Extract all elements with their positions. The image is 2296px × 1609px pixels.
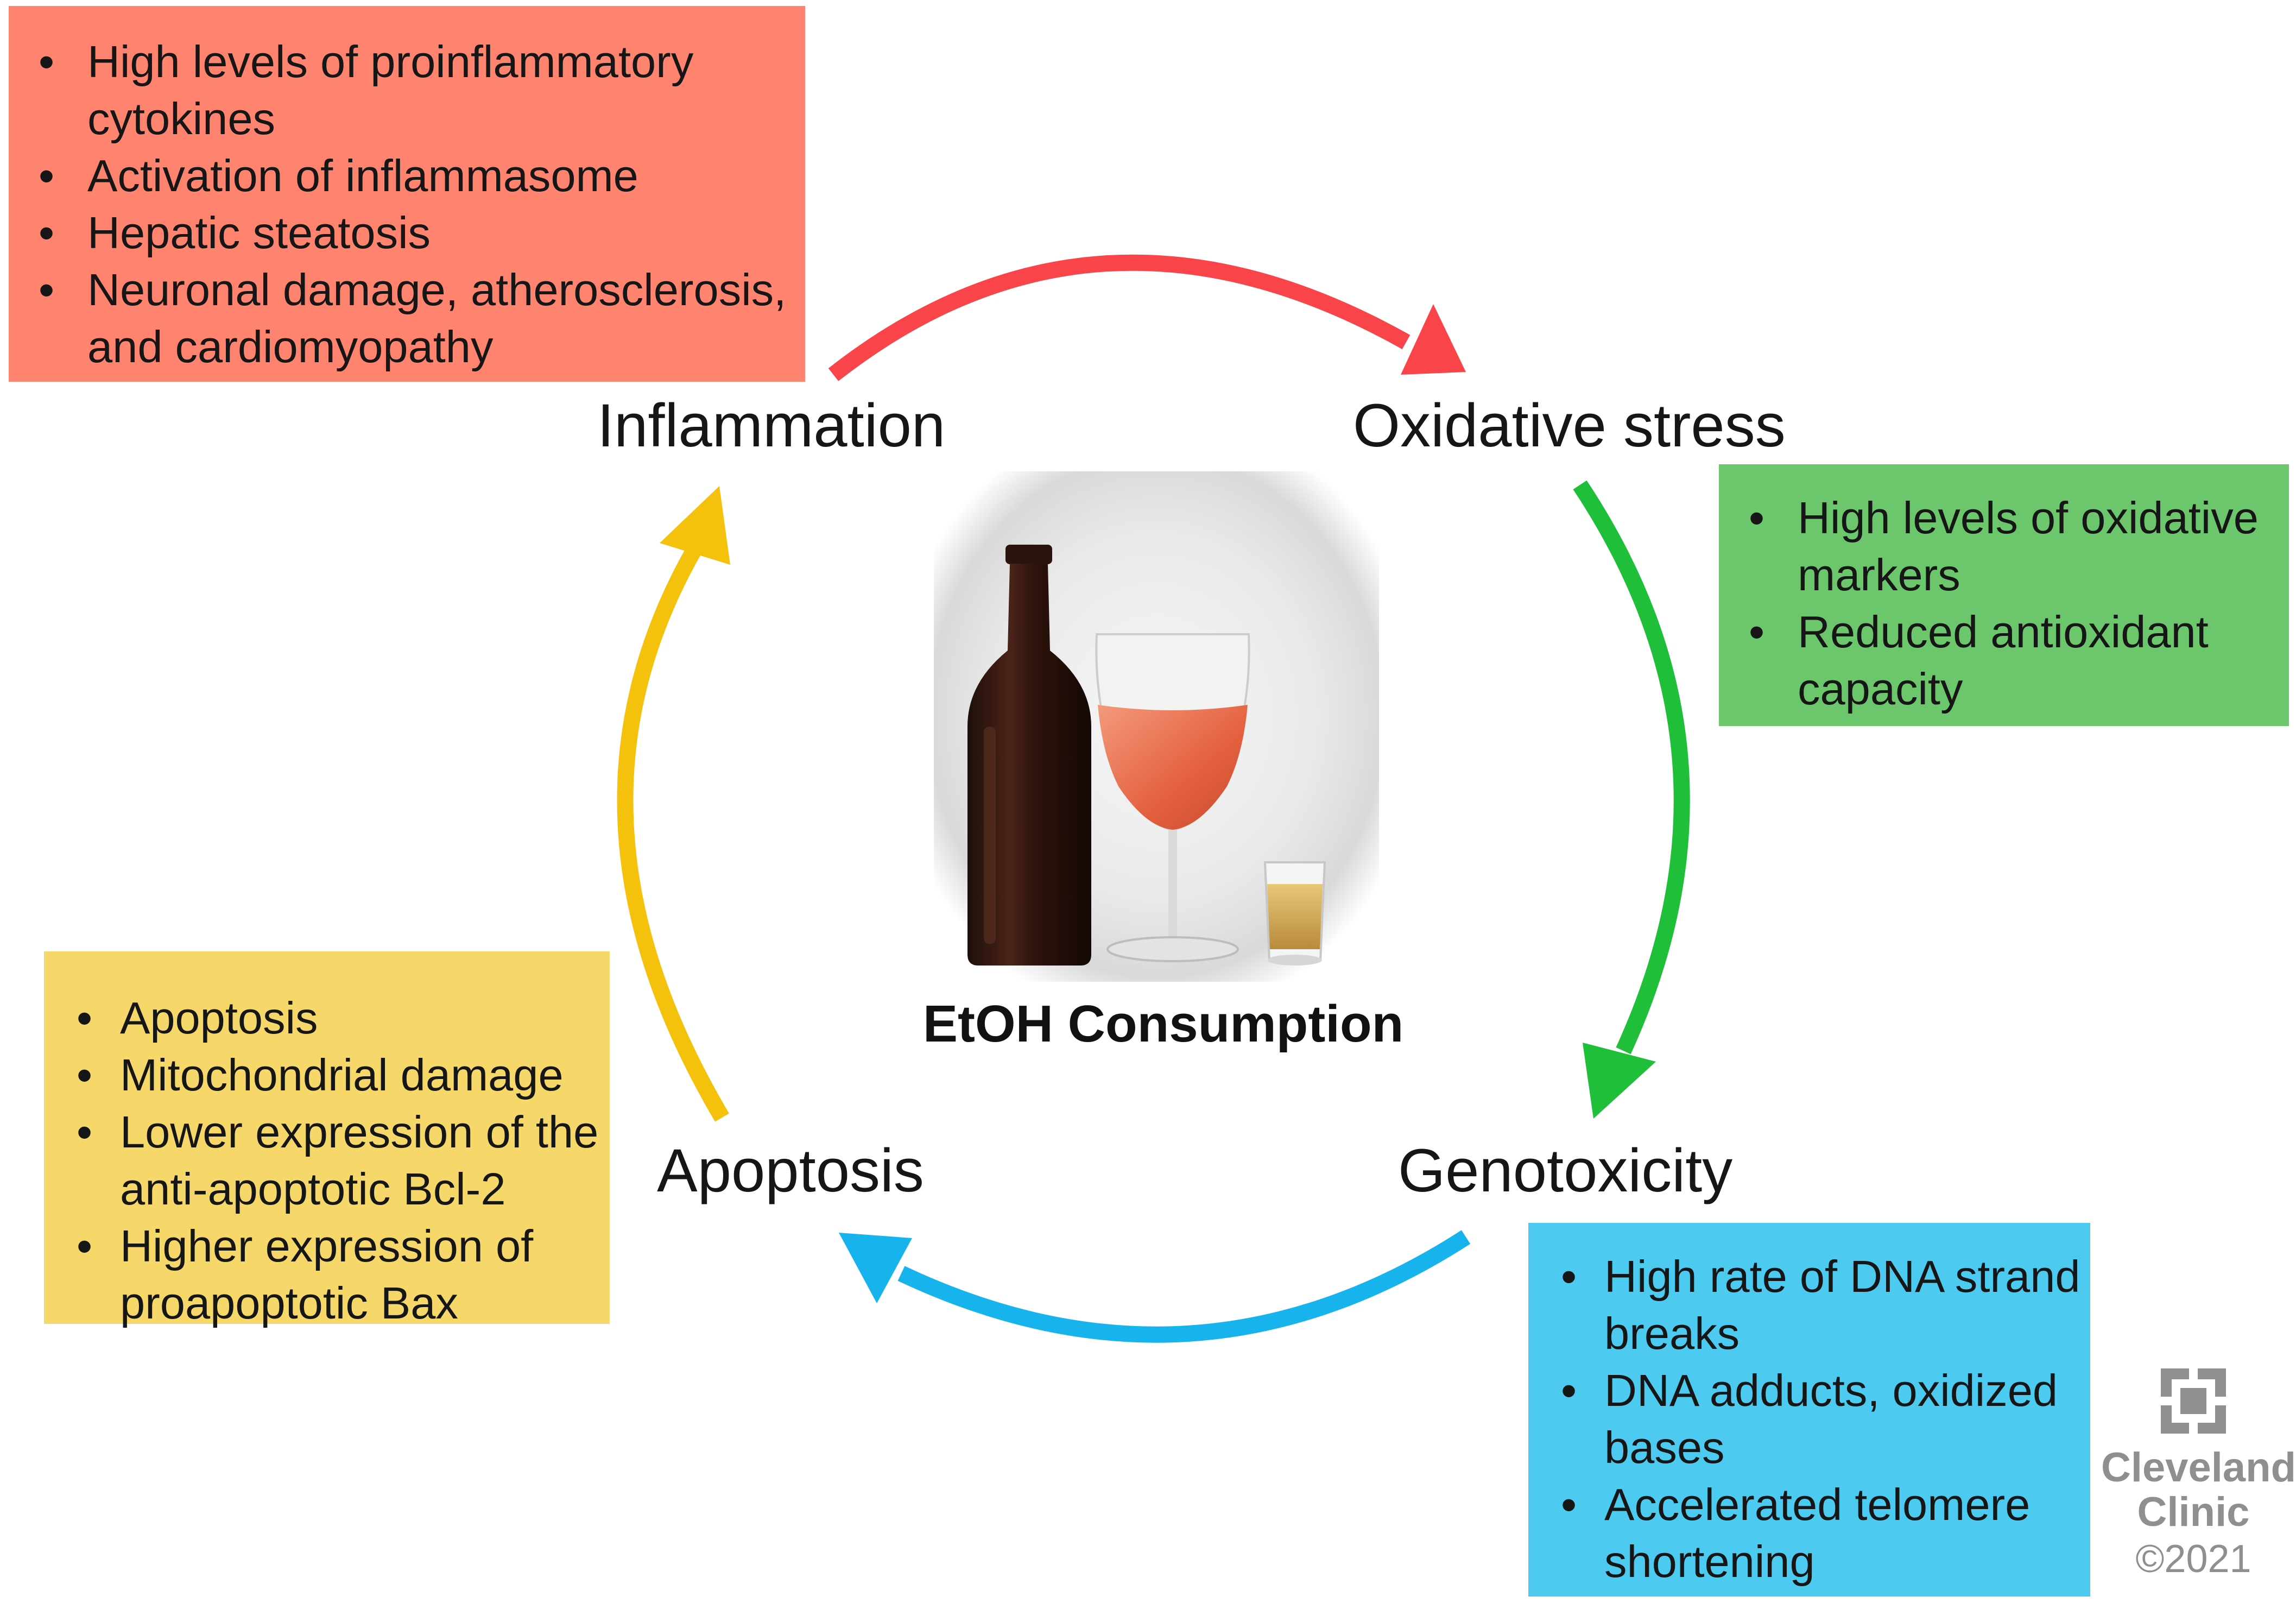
- beer-bottle-icon: [967, 545, 1091, 966]
- arrowhead-genotoxicity: [1583, 1043, 1656, 1119]
- arrow-genotoxicity-to-apoptosis: [897, 1230, 1471, 1343]
- oxidative-stress-details-list: High levels of oxidative markers Reduced…: [1719, 489, 2289, 717]
- shot-glass-icon: [1263, 861, 1326, 966]
- logo-text-line2: Clinic: [2137, 1489, 2250, 1535]
- list-item: Neuronal damage, atherosclerosis, and ca…: [9, 261, 805, 375]
- list-item: Accelerated telomere shortening: [1528, 1476, 2090, 1590]
- stage-label-apoptosis: Apoptosis: [657, 1137, 924, 1204]
- list-item: Lower expression of the anti-apoptotic B…: [44, 1103, 610, 1217]
- arrowhead-inflammation: [660, 486, 730, 565]
- cleveland-clinic-logo: Cleveland Clinic ©2021: [2101, 1368, 2296, 1586]
- cleveland-clinic-cross-icon: [2161, 1368, 2226, 1434]
- list-item: High levels of oxidative markers: [1719, 489, 2289, 603]
- list-item: High levels of proinflammatory cytokines: [9, 33, 805, 147]
- wine-glass-icon: [1095, 633, 1250, 962]
- list-item: Reduced antioxidant capacity: [1719, 603, 2289, 717]
- inflammation-details-list: High levels of proinflammatory cytokines…: [9, 33, 805, 375]
- arrowhead-apoptosis: [839, 1233, 912, 1303]
- list-item: Mitochondrial damage: [44, 1046, 610, 1103]
- oxidative-stress-details-box: High levels of oxidative markers Reduced…: [1719, 464, 2289, 726]
- genotoxicity-details-box: High rate of DNA strand breaks DNA adduc…: [1528, 1223, 2090, 1597]
- copyright-year: ©2021: [2135, 1537, 2251, 1581]
- arrow-inflammation-to-oxidative: [828, 254, 1411, 381]
- list-item: DNA adducts, oxidized bases: [1528, 1362, 2090, 1476]
- arrow-oxidative-to-genotoxicity: [1573, 480, 1690, 1055]
- arrowhead-oxidative: [1401, 304, 1466, 375]
- etoh-consumption-title: EtOH Consumption: [923, 995, 1404, 1053]
- stage-label-oxidative-stress: Oxidative stress: [1353, 392, 1786, 459]
- stage-label-inflammation: Inflammation: [597, 392, 946, 459]
- alcoholic-drinks-illustration: [934, 471, 1379, 982]
- list-item: Hepatic steatosis: [9, 204, 805, 261]
- list-item: Higher expression of proapoptotic Bax: [44, 1217, 610, 1332]
- apoptosis-details-list: Apoptosis Mitochondrial damage Lower exp…: [44, 989, 610, 1332]
- inflammation-details-box: High levels of proinflammatory cytokines…: [9, 6, 805, 382]
- list-item: Apoptosis: [44, 989, 610, 1046]
- stage-label-genotoxicity: Genotoxicity: [1398, 1137, 1733, 1204]
- list-item: High rate of DNA strand breaks: [1528, 1248, 2090, 1362]
- logo-text-line1: Cleveland: [2101, 1444, 2296, 1491]
- genotoxicity-details-list: High rate of DNA strand breaks DNA adduc…: [1528, 1248, 2090, 1590]
- list-item: Activation of inflammasome: [9, 147, 805, 204]
- apoptosis-details-box: Apoptosis Mitochondrial damage Lower exp…: [44, 951, 610, 1328]
- arrow-apoptosis-to-inflammation: [617, 544, 729, 1122]
